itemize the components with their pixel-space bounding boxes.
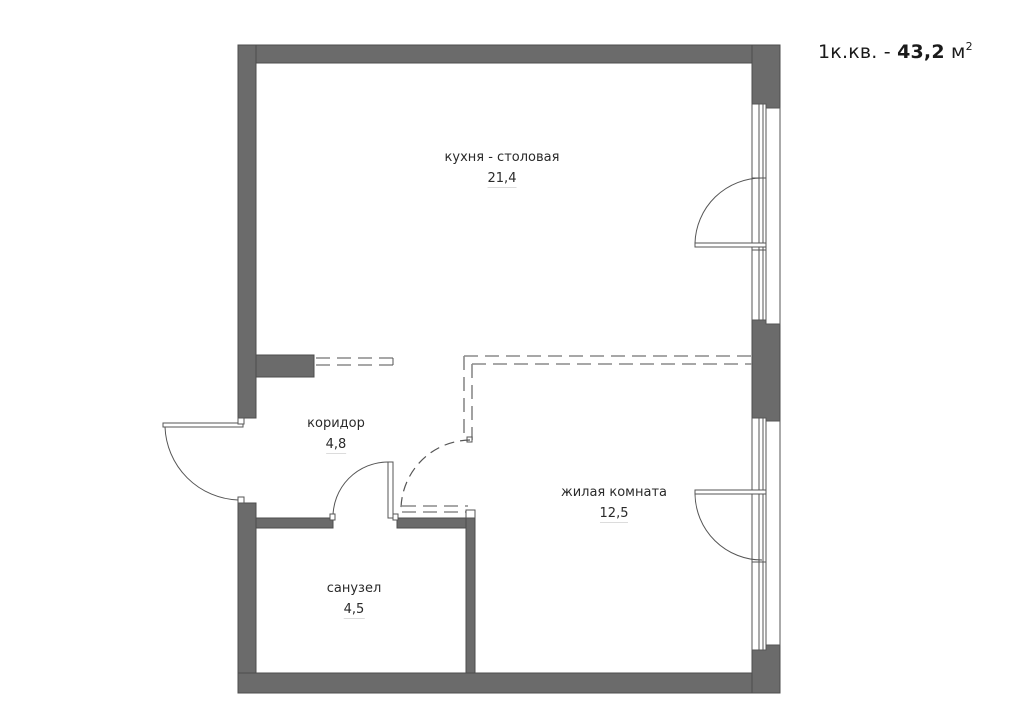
apartment-title: 1к.кв. - 43,2 м2 — [818, 40, 973, 63]
room-area: 21,4 — [487, 171, 517, 188]
apartment-type: 1к.кв. — [818, 41, 878, 63]
title-separator: - — [883, 41, 891, 63]
area-unit: м — [951, 41, 966, 63]
room-name: кухня - столовая — [444, 150, 560, 165]
window-kitchen — [751, 103, 781, 325]
kitchen-wall-stub — [255, 354, 394, 378]
balcony-door-kitchen — [694, 177, 767, 248]
living-partition — [400, 355, 752, 513]
room-area: 4,8 — [325, 437, 347, 454]
total-area: 43,2 — [897, 41, 945, 63]
room-name: коридор — [307, 416, 365, 431]
balcony-door-living — [694, 489, 767, 561]
room-name: жилая комната — [560, 485, 668, 500]
outer-walls — [237, 44, 781, 694]
bathroom-door — [329, 461, 399, 521]
window-living — [751, 417, 781, 651]
room-label-living: жилая комната 12,5 — [561, 485, 667, 523]
bathroom-walls — [255, 509, 476, 674]
entrance-door — [162, 417, 245, 504]
room-label-kitchen: кухня - столовая 21,4 — [444, 150, 560, 188]
room-label-corridor: коридор 4,8 — [307, 416, 365, 454]
area-unit-power: 2 — [965, 40, 973, 53]
room-label-bathroom: санузел 4,5 — [326, 581, 382, 619]
room-area: 12,5 — [599, 506, 629, 523]
room-area: 4,5 — [343, 602, 365, 619]
room-name: санузел — [326, 581, 382, 596]
